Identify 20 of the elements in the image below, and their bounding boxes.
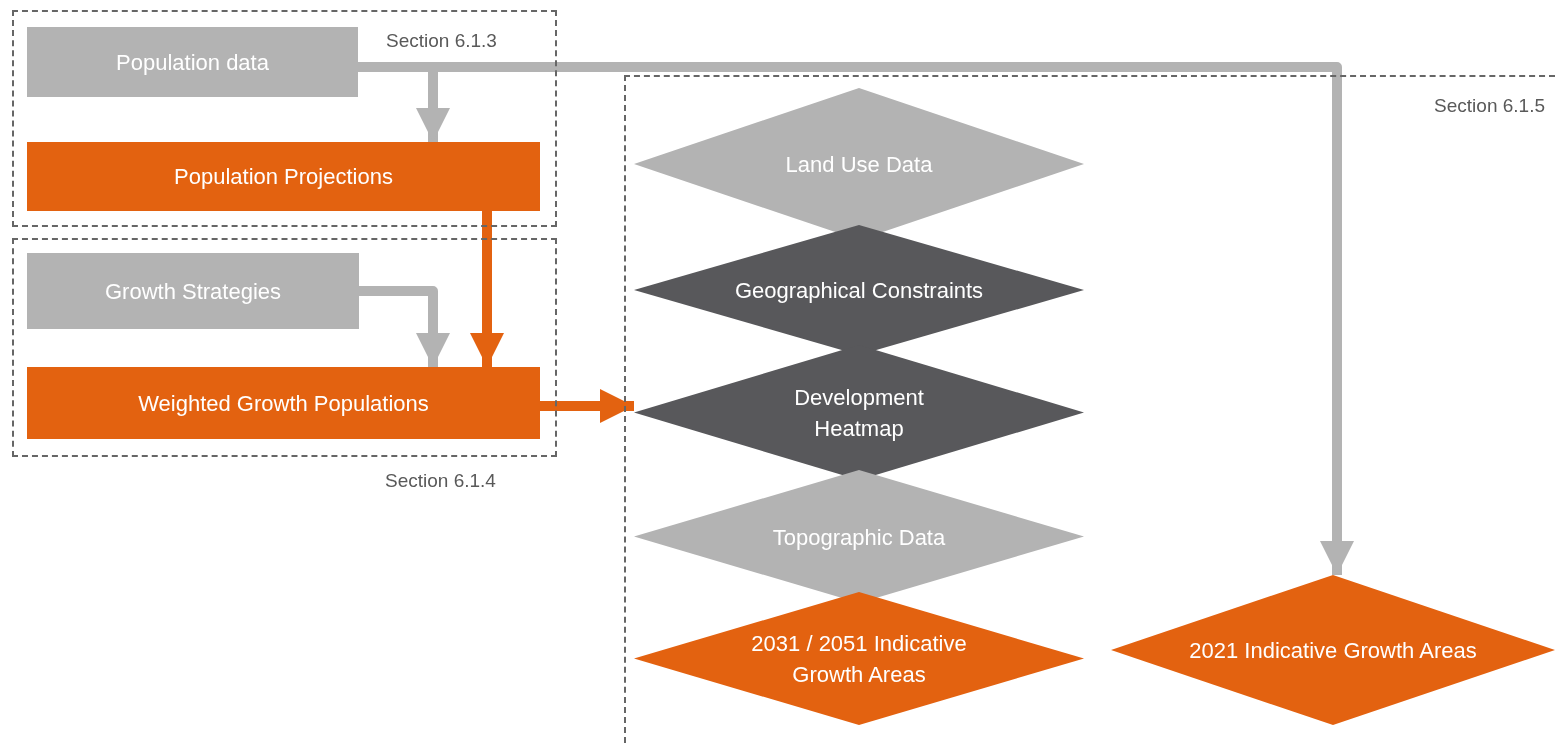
node-label: Land Use Data [784,150,934,179]
section-label: Section 6.1.3 [386,30,497,52]
node-label: 2031 / 2051 Indicative Growth Areas [750,629,968,689]
node-label: Geographical Constraints [733,276,985,305]
node-label: Population data [116,48,269,77]
node-label: Development Heatmap [793,383,925,443]
arrow [359,286,450,367]
process-box [27,142,540,211]
section-label: Section 6.1.5 [1434,95,1545,117]
process-box [27,367,540,439]
node-label: Growth Strategies [104,277,282,306]
node-label: Population Projections [174,163,393,191]
node-label: Weighted Growth Populations [138,389,429,418]
process-box [27,27,358,97]
process-box [27,253,359,329]
node-label: 2021 Indicative Growth Areas [1188,636,1478,665]
section-label: Section 6.1.4 [385,470,496,492]
node-label: Topographic Data [771,523,947,552]
arrow [470,211,504,367]
arrow [540,389,634,423]
